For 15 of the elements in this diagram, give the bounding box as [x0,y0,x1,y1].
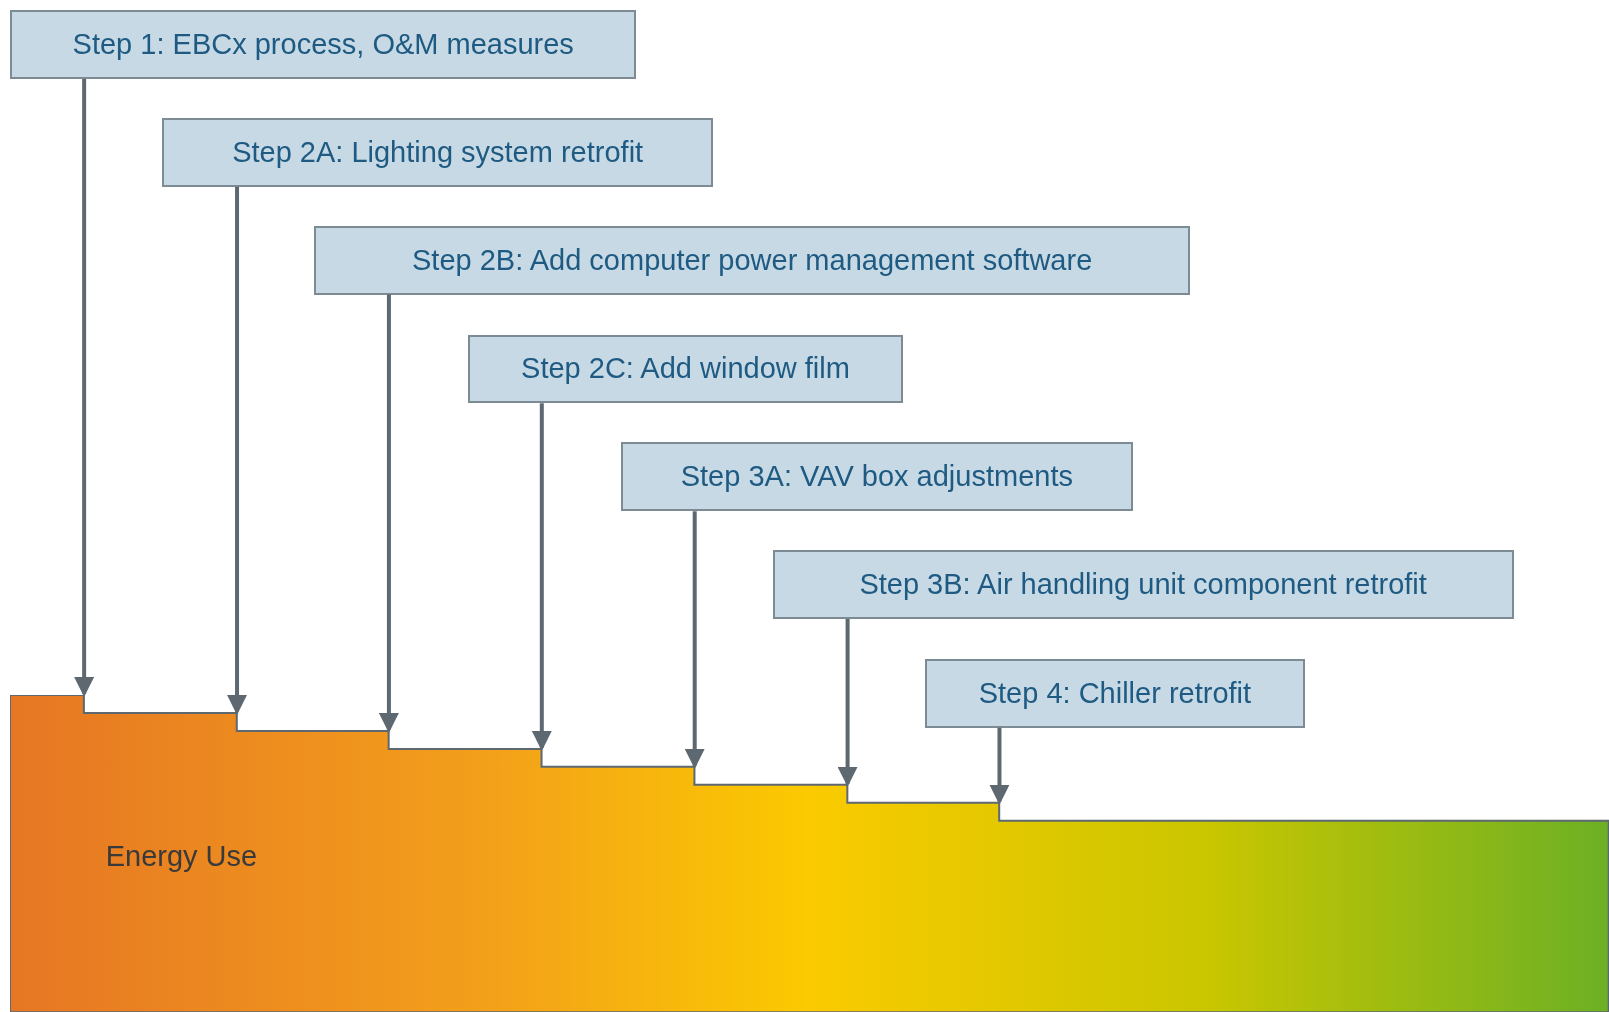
arrow [378,294,399,733]
arrow [989,727,1010,805]
arrow [837,618,858,787]
step-box: Step 3A: VAV box adjustments [620,442,1133,512]
step-box: Step 2A: Lighting system retrofit [162,118,714,187]
arrow [531,403,552,751]
step-box: Step 4: Chiller retrofit [924,658,1306,728]
arrow [227,186,248,715]
arrow [74,79,95,698]
arrow [684,511,705,769]
step-box: Step 2B: Add computer power management software [314,225,1191,295]
step-box: Step 2C: Add window film [467,334,903,404]
step-box: Step 1: EBCx process, O&M measures [10,10,637,79]
step-box: Step 3B: Air handling unit component retrofit [772,550,1514,619]
area-label: Energy Use [105,839,258,873]
